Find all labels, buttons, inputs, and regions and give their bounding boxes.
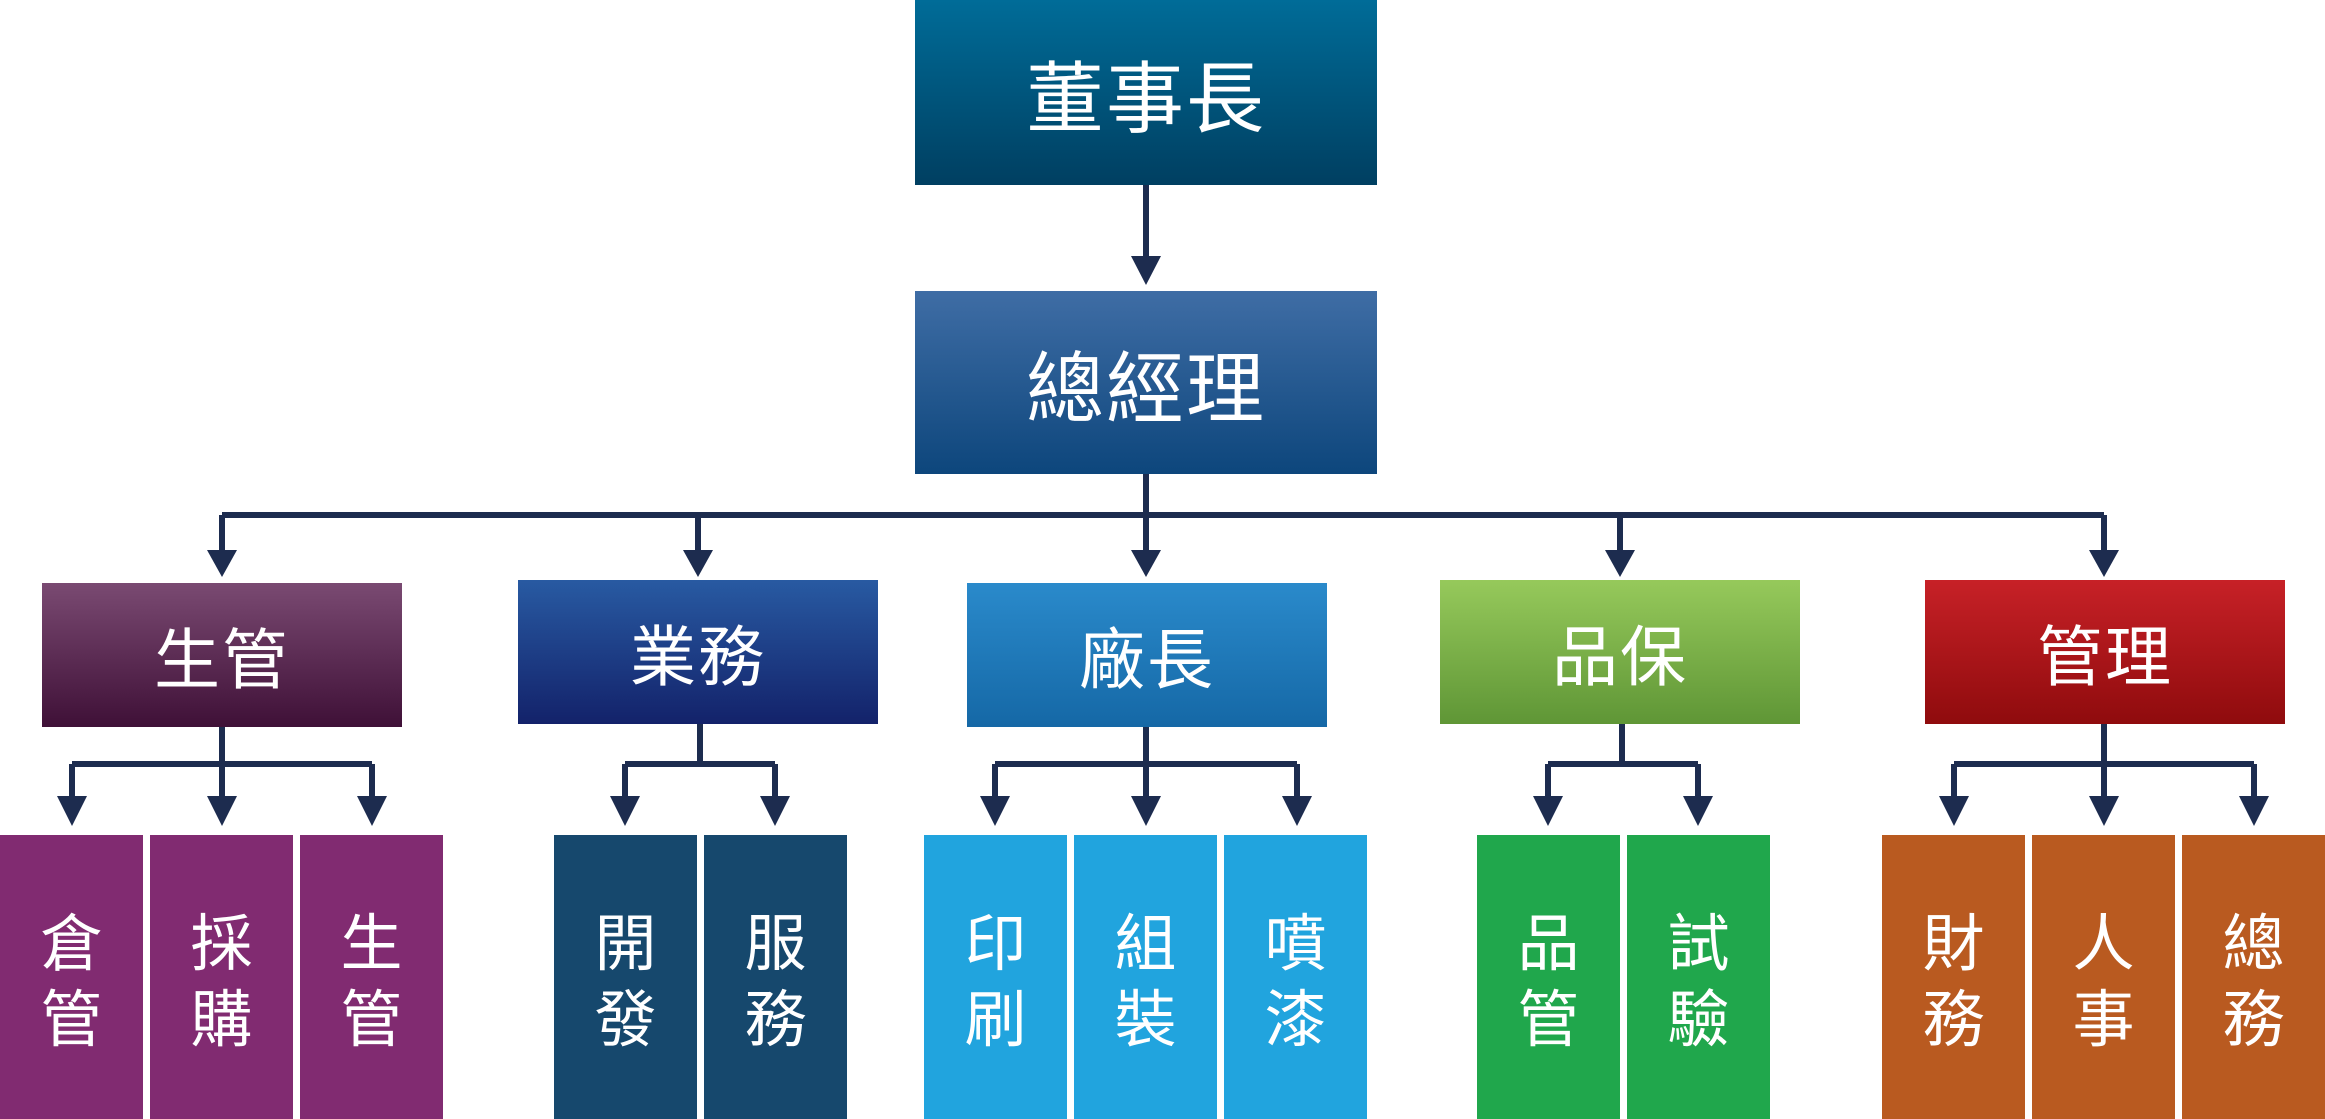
unit-box: 品管	[1477, 835, 1620, 1119]
unit-box: 生管	[300, 835, 443, 1119]
unit-char: 生	[340, 907, 403, 980]
unit-box: 人事	[2032, 835, 2175, 1119]
unit-box: 組裝	[1074, 835, 1217, 1119]
connector-paths	[69, 185, 2257, 801]
unit-char: 總	[2222, 907, 2285, 980]
unit-char: 服	[744, 907, 807, 980]
unit-char: 採	[190, 907, 253, 980]
unit-char: 印	[964, 907, 1027, 980]
dept-qa-label: 品保	[1552, 619, 1688, 696]
chairman-box: 董事長	[915, 0, 1377, 185]
unit-char: 事	[2072, 983, 2135, 1056]
dept-admin-label: 管理	[2037, 619, 2173, 696]
unit-char: 刷	[964, 983, 1027, 1056]
unit-box: 印刷	[924, 835, 1067, 1119]
dept-sales-label: 業務	[630, 619, 766, 696]
dept-production-label: 生管	[154, 622, 290, 699]
unit-char: 漆	[1264, 983, 1327, 1056]
unit-char: 開	[594, 907, 657, 980]
unit-char: 務	[1922, 983, 1985, 1056]
unit-char: 品	[1517, 907, 1580, 980]
general-manager-label: 總經理	[1025, 344, 1266, 435]
unit-box: 噴漆	[1224, 835, 1367, 1119]
unit-char: 務	[2222, 983, 2285, 1056]
dept-plant-label: 廠長	[1079, 622, 1215, 699]
unit-char: 發	[594, 983, 657, 1056]
arrowheads	[57, 256, 2269, 826]
unit-box: 開發	[554, 835, 697, 1119]
dept-production-box: 生管	[42, 583, 402, 727]
dept-sales-box: 業務	[518, 580, 878, 724]
unit-char: 倉	[40, 907, 103, 980]
unit-box: 試驗	[1627, 835, 1770, 1119]
unit-char: 務	[744, 983, 807, 1056]
unit-char: 財	[1922, 907, 1985, 980]
unit-char: 管	[340, 983, 403, 1056]
unit-box: 採購	[150, 835, 293, 1119]
unit-box: 總務	[2182, 835, 2325, 1119]
unit-box: 財務	[1882, 835, 2025, 1119]
chairman-label: 董事長	[1025, 54, 1266, 145]
unit-box: 服務	[704, 835, 847, 1119]
unit-char: 驗	[1667, 983, 1730, 1056]
unit-char: 人	[2072, 907, 2135, 980]
dept-qa-box: 品保	[1440, 580, 1800, 724]
general-manager-box: 總經理	[915, 291, 1377, 474]
dept-plant-box: 廠長	[967, 583, 1327, 727]
unit-box: 倉管	[0, 835, 143, 1119]
dept-admin-box: 管理	[1925, 580, 2285, 724]
unit-char: 管	[40, 983, 103, 1056]
unit-char: 噴	[1264, 907, 1327, 980]
unit-char: 管	[1517, 983, 1580, 1056]
unit-char: 購	[190, 983, 253, 1056]
unit-char: 試	[1667, 907, 1730, 980]
unit-char: 組	[1114, 907, 1177, 980]
unit-char: 裝	[1114, 983, 1177, 1056]
